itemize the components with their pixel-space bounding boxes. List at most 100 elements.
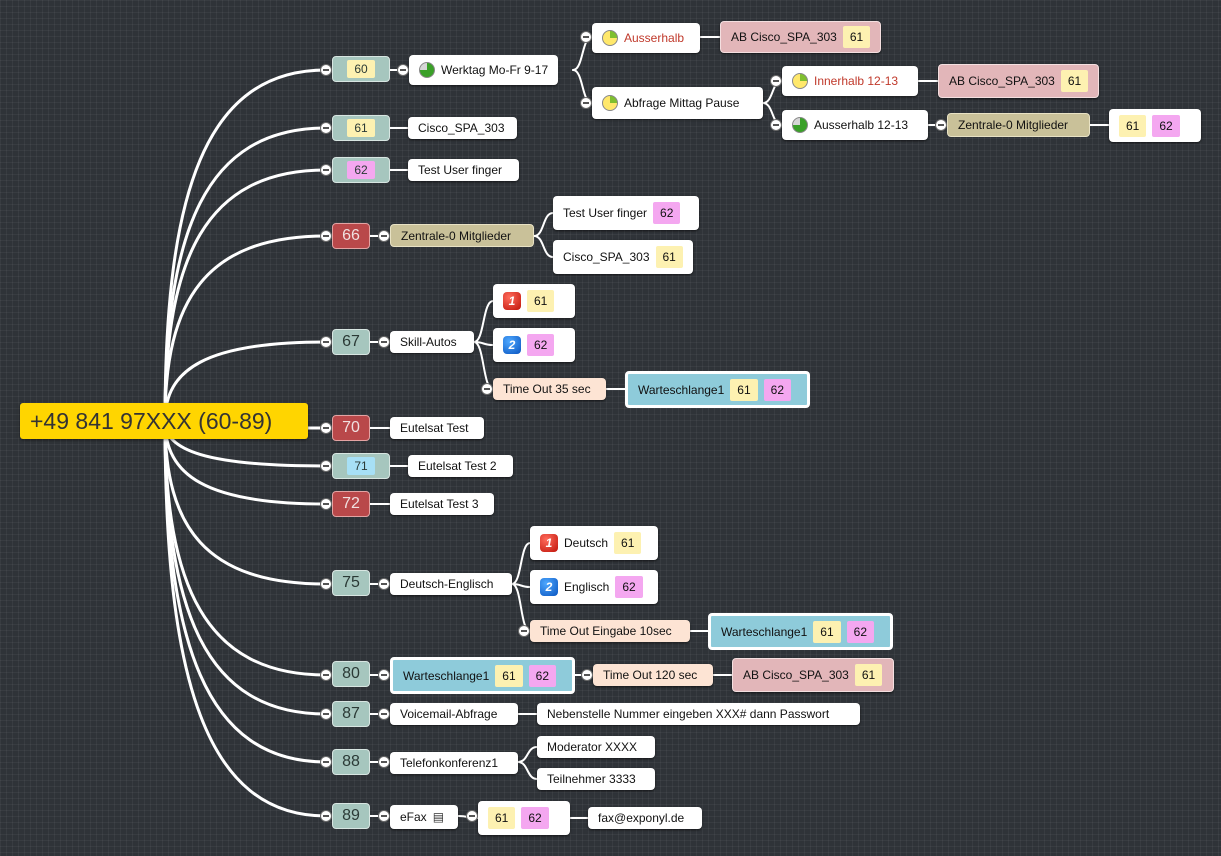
option-2-node[interactable]: 2 62 — [493, 328, 575, 362]
ext-72-node[interactable]: 72 — [332, 491, 370, 517]
ext-75-label: 75 — [342, 574, 360, 591]
ausserhalb-node[interactable]: Ausserhalb — [592, 23, 700, 53]
connector-line — [473, 300, 494, 343]
collapse-icon[interactable] — [320, 64, 332, 76]
zentrale-node-2[interactable]: Zentrale-0 Mitglieder — [390, 224, 534, 247]
zentrale-node-1[interactable]: Zentrale-0 Mitglieder — [947, 113, 1090, 137]
collapse-icon[interactable] — [320, 578, 332, 590]
fax-email-node[interactable]: fax@exponyl.de — [588, 807, 702, 829]
collapse-icon[interactable] — [320, 422, 332, 434]
ext-61-label: 61 — [347, 119, 375, 137]
ext-88-node[interactable]: 88 — [332, 749, 370, 775]
ext-61-node[interactable]: 61 — [332, 115, 390, 141]
cisco-label: Cisco_SPA_303 — [563, 250, 650, 264]
collapse-icon[interactable] — [580, 31, 592, 43]
ab-cisco-node-2[interactable]: AB Cisco_SPA_303 61 — [938, 64, 1100, 98]
collapse-icon[interactable] — [320, 336, 332, 348]
collapse-icon[interactable] — [481, 383, 493, 395]
collapse-icon[interactable] — [320, 122, 332, 134]
timeout-35-node[interactable]: Time Out 35 sec — [493, 378, 606, 400]
collapse-icon[interactable] — [320, 164, 332, 176]
queue-node-3[interactable]: Warteschlange1 61 62 — [390, 657, 575, 694]
efax-label: eFax — [400, 810, 427, 824]
innerhalb-node[interactable]: Innerhalb 12-13 — [782, 66, 918, 96]
englisch-node[interactable]: 2 Englisch 62 — [530, 570, 658, 604]
timeout-eingabe-node[interactable]: Time Out Eingabe 10sec — [530, 620, 690, 642]
queue-node-2[interactable]: Warteschlange1 61 62 — [708, 613, 893, 650]
ext-62-node[interactable]: 62 — [332, 157, 390, 183]
option-1-node[interactable]: 1 61 — [493, 284, 575, 318]
voicemail-node[interactable]: Voicemail-Abfrage — [390, 703, 518, 725]
collapse-icon[interactable] — [580, 97, 592, 109]
eutelsat-test-3-node[interactable]: Eutelsat Test 3 — [390, 493, 494, 515]
time-condition-large-icon — [419, 62, 435, 78]
deutsch-englisch-label: Deutsch-Englisch — [400, 577, 494, 591]
ext-71-node[interactable]: 71 — [332, 453, 390, 479]
ausserhalb-1213-label: Ausserhalb 12-13 — [814, 118, 909, 132]
collapse-icon[interactable] — [378, 810, 390, 822]
ext-75-node[interactable]: 75 — [332, 570, 370, 596]
timeout-120-node[interactable]: Time Out 120 sec — [593, 664, 713, 686]
collapse-icon[interactable] — [378, 708, 390, 720]
fax-email-label: fax@exponyl.de — [598, 811, 685, 825]
ext-89-node[interactable]: 89 — [332, 803, 370, 829]
collapse-icon[interactable] — [320, 498, 332, 510]
collapse-icon[interactable] — [320, 460, 332, 472]
collapse-icon[interactable] — [581, 669, 593, 681]
ext-66-label: 66 — [342, 227, 360, 244]
ext-66-node[interactable]: 66 — [332, 223, 370, 249]
collapse-icon[interactable] — [378, 230, 390, 242]
eutelsat-test-node[interactable]: Eutelsat Test — [390, 417, 484, 439]
collapse-icon[interactable] — [378, 336, 390, 348]
collapse-icon[interactable] — [935, 119, 947, 131]
test-user-member-node[interactable]: Test User finger 62 — [553, 196, 699, 230]
collapse-icon[interactable] — [320, 230, 332, 242]
eutelsat-test-label: Eutelsat Test — [400, 421, 469, 435]
ab-cisco-node-3[interactable]: AB Cisco_SPA_303 61 — [732, 658, 894, 692]
abfrage-node[interactable]: Abfrage Mittag Pause — [592, 87, 763, 119]
nebenstelle-node[interactable]: Nebenstelle Nummer eingeben XXX# dann Pa… — [537, 703, 860, 725]
collapse-icon[interactable] — [378, 756, 390, 768]
moderator-node[interactable]: Moderator XXXX — [537, 736, 655, 758]
ext-80-node[interactable]: 80 — [332, 661, 370, 687]
collapse-icon[interactable] — [466, 810, 478, 822]
queue-label: Warteschlange1 — [403, 668, 490, 683]
teilnehmer-node[interactable]: Teilnehmer 3333 — [537, 768, 655, 790]
collapse-icon[interactable] — [378, 669, 390, 681]
root-phone-number[interactable]: +49 841 97XXX (60-89) — [20, 403, 308, 439]
werktag-label: Werktag Mo-Fr 9-17 — [441, 63, 549, 77]
test-user-node[interactable]: Test User finger — [408, 159, 519, 181]
collapse-icon[interactable] — [378, 578, 390, 590]
deutsch-englisch-node[interactable]: Deutsch-Englisch — [390, 573, 512, 595]
werktag-node[interactable]: Werktag Mo-Fr 9-17 — [409, 55, 559, 85]
collapse-icon[interactable] — [518, 625, 530, 637]
cisco-spa-node[interactable]: Cisco_SPA_303 — [408, 117, 517, 139]
skill-autos-node[interactable]: Skill-Autos — [390, 331, 474, 353]
queue-node-1[interactable]: Warteschlange1 61 62 — [625, 371, 810, 408]
ext-67-node[interactable]: 67 — [332, 329, 370, 355]
ext-61-chip: 61 — [614, 532, 642, 554]
telefonkonferenz-node[interactable]: Telefonkonferenz1 — [390, 752, 518, 774]
nebenstelle-label: Nebenstelle Nummer eingeben XXX# dann Pa… — [547, 707, 830, 721]
number-one-badge-icon: 1 — [540, 534, 558, 552]
efax-ext-node[interactable]: 61 62 — [478, 801, 570, 835]
collapse-icon[interactable] — [320, 708, 332, 720]
ext-87-node[interactable]: 87 — [332, 701, 370, 727]
collapse-icon[interactable] — [320, 669, 332, 681]
zentrale-members-node[interactable]: 61 62 — [1109, 109, 1201, 142]
number-two-badge-icon: 2 — [503, 336, 521, 354]
collapse-icon[interactable] — [320, 756, 332, 768]
deutsch-node[interactable]: 1 Deutsch 61 — [530, 526, 658, 560]
collapse-icon[interactable] — [320, 810, 332, 822]
collapse-icon[interactable] — [770, 119, 782, 131]
ausserhalb-1213-node[interactable]: Ausserhalb 12-13 — [782, 110, 928, 140]
ext-60-node[interactable]: 60 — [332, 56, 390, 82]
collapse-icon[interactable] — [770, 75, 782, 87]
number-one-badge-icon: 1 — [503, 292, 521, 310]
collapse-icon[interactable] — [397, 64, 409, 76]
cisco-member-node[interactable]: Cisco_SPA_303 61 — [553, 240, 693, 274]
eutelsat-test-2-node[interactable]: Eutelsat Test 2 — [408, 455, 513, 477]
efax-node[interactable]: eFax ▤ — [390, 805, 458, 829]
ext-70-node[interactable]: 70 — [332, 415, 370, 441]
ab-cisco-node-1[interactable]: AB Cisco_SPA_303 61 — [720, 21, 882, 53]
